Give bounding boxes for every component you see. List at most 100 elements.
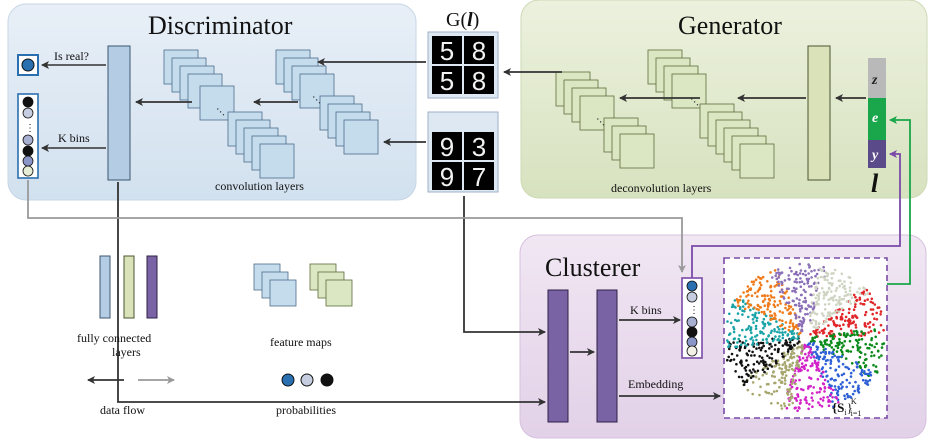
embedding-point — [794, 290, 797, 294]
embedding-point — [858, 296, 862, 300]
embedding-point — [792, 286, 796, 290]
embedding-point — [795, 364, 798, 367]
embedding-point — [783, 292, 787, 295]
legend-fc-green — [123, 255, 135, 319]
embedding-point — [867, 331, 870, 334]
embedding-point — [735, 354, 739, 357]
embedding-point — [764, 360, 767, 364]
embedding-point — [759, 385, 762, 389]
embedding-point — [747, 299, 750, 303]
latent-e-segment — [868, 98, 886, 140]
embedding-point — [826, 314, 829, 318]
embedding-point — [746, 301, 749, 305]
embedding-point — [779, 302, 782, 305]
embedding-point — [873, 317, 876, 321]
embedding-point — [797, 365, 801, 369]
embedding-point — [762, 322, 765, 325]
embedding-point — [746, 290, 749, 293]
embedding-point — [738, 306, 742, 309]
embedding-point — [738, 349, 742, 352]
embedding-point — [863, 372, 867, 376]
generated-images-label: G(l) — [446, 9, 479, 31]
embedding-point — [754, 311, 757, 315]
embedding-point — [790, 269, 793, 273]
embedding-point — [773, 300, 777, 303]
embedding-point — [803, 296, 807, 300]
clu-k-bins-label: K bins — [630, 303, 662, 317]
embedding-point — [798, 378, 801, 382]
embedding-point — [751, 392, 754, 396]
embedding-point — [873, 345, 876, 349]
clusterer-fc-layer-2 — [596, 289, 618, 423]
embedding-point — [814, 296, 817, 300]
embedding-point — [789, 321, 792, 324]
embedding-point — [791, 289, 794, 293]
embedding-point — [831, 296, 834, 300]
embedding-point — [743, 342, 746, 345]
embedding-point — [866, 292, 870, 295]
embedding-point — [880, 346, 884, 349]
embedding-point — [773, 375, 776, 379]
embedding-point — [829, 282, 832, 285]
embedding-point — [778, 378, 781, 382]
embedding-point — [775, 271, 778, 275]
embedding-point — [849, 375, 853, 378]
embedding-point — [801, 321, 805, 325]
embedding-point — [871, 308, 875, 311]
embedding-point — [742, 383, 746, 387]
embedding-point — [750, 294, 754, 298]
embedding-point — [794, 406, 797, 410]
embedding-point — [864, 310, 868, 314]
embedding-point — [745, 295, 748, 298]
embedding-point — [877, 331, 881, 334]
embedding-point — [744, 339, 748, 343]
embedding-point — [766, 308, 769, 311]
embedding-point — [757, 311, 761, 315]
embedding-point — [828, 383, 831, 387]
embedding-point — [736, 312, 740, 315]
embedding-point — [745, 344, 748, 347]
embedding-point — [811, 399, 814, 402]
embedding-point — [786, 359, 789, 362]
embedding-point — [833, 354, 836, 358]
embedding-point — [781, 363, 785, 367]
embedding-point — [812, 355, 816, 358]
embedding-point — [785, 290, 788, 293]
embedding-point — [840, 282, 844, 286]
embedding-point — [808, 342, 811, 345]
legend-fc-blue — [99, 255, 111, 319]
embedding-point — [774, 343, 777, 347]
embedding-point — [817, 401, 820, 404]
embedding-point — [773, 305, 777, 309]
embedding-point — [847, 311, 851, 315]
embedding-point — [800, 280, 804, 284]
embedding-point — [848, 286, 852, 289]
embedding-point — [854, 323, 857, 327]
latent-y-label: y — [870, 148, 879, 163]
embedding-point — [859, 302, 862, 305]
embedding-point — [844, 315, 848, 319]
embedding-point — [806, 282, 809, 285]
embedding-point — [749, 376, 753, 380]
embedding-point — [848, 339, 852, 343]
embedding-point — [786, 350, 790, 353]
embedding-point — [872, 363, 875, 367]
embedding-point — [850, 296, 854, 300]
embedding-point — [778, 299, 782, 303]
embedding-point — [810, 270, 813, 273]
embedding-point — [746, 327, 750, 330]
embedding-point — [772, 390, 776, 393]
embedding-point — [806, 312, 809, 316]
embedding-point — [750, 280, 754, 284]
embedding-point — [856, 346, 860, 349]
embedding-point — [743, 307, 747, 311]
embedding-point — [808, 403, 811, 406]
embedding-point — [787, 328, 791, 332]
embedding-point — [809, 293, 812, 297]
embedding-point — [790, 382, 794, 386]
embedding-point — [728, 312, 731, 316]
embedding-point — [759, 348, 763, 352]
embedding-point — [869, 371, 872, 374]
embedding-point — [784, 321, 788, 324]
embedding-point — [821, 350, 825, 354]
